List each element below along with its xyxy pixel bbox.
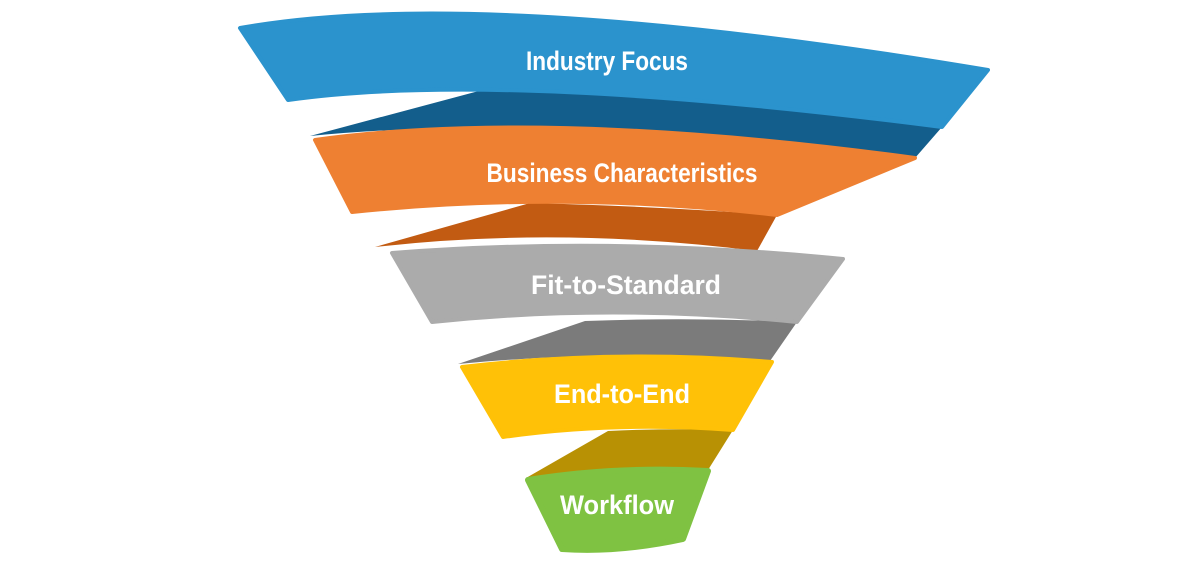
band-business-characteristics [315, 127, 915, 215]
band-underside-end-to-end [526, 429, 733, 478]
band-label-workflow: Workflow [560, 490, 675, 520]
band-underside-fit-to-standard [458, 319, 797, 364]
band-label-business-characteristics: Business Characteristics [487, 158, 758, 188]
band-fit-to-standard [392, 245, 843, 322]
band-industry-focus-edge [238, 11, 990, 129]
band-underside-business-characteristics [375, 203, 777, 251]
band-end-to-end-edge [460, 354, 774, 439]
band-label-end-to-end: End-to-End [554, 379, 690, 409]
band-workflow [528, 469, 708, 550]
band-label-industry-focus: Industry Focus [526, 46, 688, 76]
band-label-fit-to-standard: Fit-to-Standard [531, 270, 721, 300]
band-business-characteristics-edge [313, 125, 917, 217]
band-workflow-edge [525, 466, 711, 553]
band-end-to-end [462, 356, 772, 437]
band-fit-to-standard-edge [390, 243, 845, 324]
